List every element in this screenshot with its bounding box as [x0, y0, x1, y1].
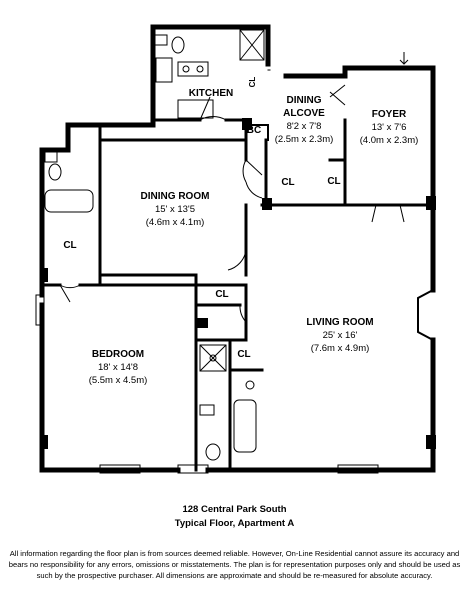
dining-room-dim-metric: (4.6m x 4.1m): [146, 217, 205, 228]
refrigerator-icon: [239, 29, 265, 61]
caption-floor: Typical Floor, Apartment A: [174, 518, 295, 529]
kitchen-sink-icon: [177, 61, 209, 77]
bedroom-dim-imperial: 18' x 14'8: [98, 362, 138, 373]
lower-sink-icon: [199, 404, 215, 416]
bathtub-icon: [44, 189, 94, 213]
closet-label-dining-right: CL: [281, 177, 294, 188]
dining-alcove-name-line2: ALCOVE: [283, 108, 325, 119]
bath-sink-icon: [44, 147, 58, 163]
shower-icon: [199, 344, 227, 372]
drain-icon: [245, 380, 255, 390]
closet-label-hall: CL: [215, 289, 228, 300]
caption-address: 128 Central Park South: [182, 504, 287, 515]
disclaimer-text: All information regarding the floor plan…: [8, 549, 461, 580]
closet-label-kitchen: CL: [248, 77, 257, 88]
closet-label-bath: CL: [63, 240, 76, 251]
kitchen-counter-icon: [177, 99, 214, 119]
kitchen-name: KITCHEN: [189, 88, 233, 99]
fixtures: [44, 29, 265, 461]
bc-label: BC: [247, 125, 261, 136]
living-room-dim-metric: (7.6m x 4.9m): [311, 343, 370, 354]
bedroom-name: BEDROOM: [92, 349, 144, 360]
foyer-dim-imperial: 13' x 7'6: [372, 122, 407, 133]
dining-alcove-name-line1: DINING: [287, 95, 322, 106]
lower-toilet-icon: [205, 443, 221, 461]
living-room-name: LIVING ROOM: [306, 317, 373, 328]
bay-windows: [35, 289, 434, 474]
door-swings: [59, 52, 409, 323]
bedroom-dim-metric: (5.5m x 4.5m): [89, 375, 148, 386]
powder-toilet-icon: [171, 36, 185, 54]
stove-icon: [155, 57, 173, 83]
foyer-dim-metric: (4.0m x 2.3m): [360, 135, 419, 146]
living-room-dim-imperial: 25' x 16': [323, 330, 358, 341]
closet-label-lower: CL: [237, 349, 250, 360]
walls: [39, 24, 436, 473]
bath-toilet-icon: [48, 163, 62, 181]
dining-alcove-dim-imperial: 8'2 x 7'8: [287, 121, 322, 132]
dining-room-name: DINING ROOM: [141, 191, 210, 202]
dining-alcove-dim-metric: (2.5m x 2.3m): [275, 134, 334, 145]
powder-sink-icon: [154, 34, 168, 46]
lower-bathtub-icon: [233, 399, 257, 453]
floor-plan: KITCHEN DINING ALCOVE 8'2 x 7'8 (2.5m x …: [35, 24, 436, 474]
dining-room-dim-imperial: 15' x 13'5: [155, 204, 195, 215]
closet-label-foyer: CL: [327, 176, 340, 187]
foyer-name: FOYER: [372, 109, 407, 120]
